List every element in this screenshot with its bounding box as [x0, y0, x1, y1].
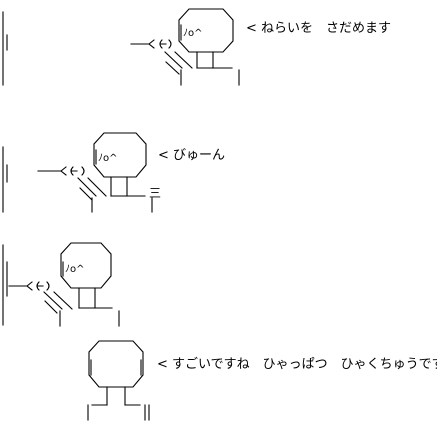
panel-2-speed-lines: 三: [149, 186, 161, 200]
panel-1-face: ﾉo^: [183, 28, 203, 39]
panel-2-head: [93, 132, 147, 178]
panel-1-head: [178, 8, 234, 53]
panel-2-figure: ﾉo^ 三: [2, 132, 161, 213]
panel-1-speech: < ねらいを さだめます: [246, 21, 392, 36]
panel-2-face: ﾉo^: [98, 153, 118, 164]
panel-1-figure: ﾉo^: [2, 8, 240, 86]
panel-4-figure: [87, 340, 150, 421]
panel-3-face: ﾉo^: [65, 264, 85, 275]
panel-4-head: [88, 340, 144, 388]
panel-3-figure: ﾉo^: [2, 242, 120, 327]
panel-4-speech: < すごいですね ひゃっぱつ ひゃくちゅうです: [157, 357, 437, 372]
panel-2-speech: < びゅーん: [158, 148, 226, 163]
panel-3-head: [60, 242, 112, 289]
